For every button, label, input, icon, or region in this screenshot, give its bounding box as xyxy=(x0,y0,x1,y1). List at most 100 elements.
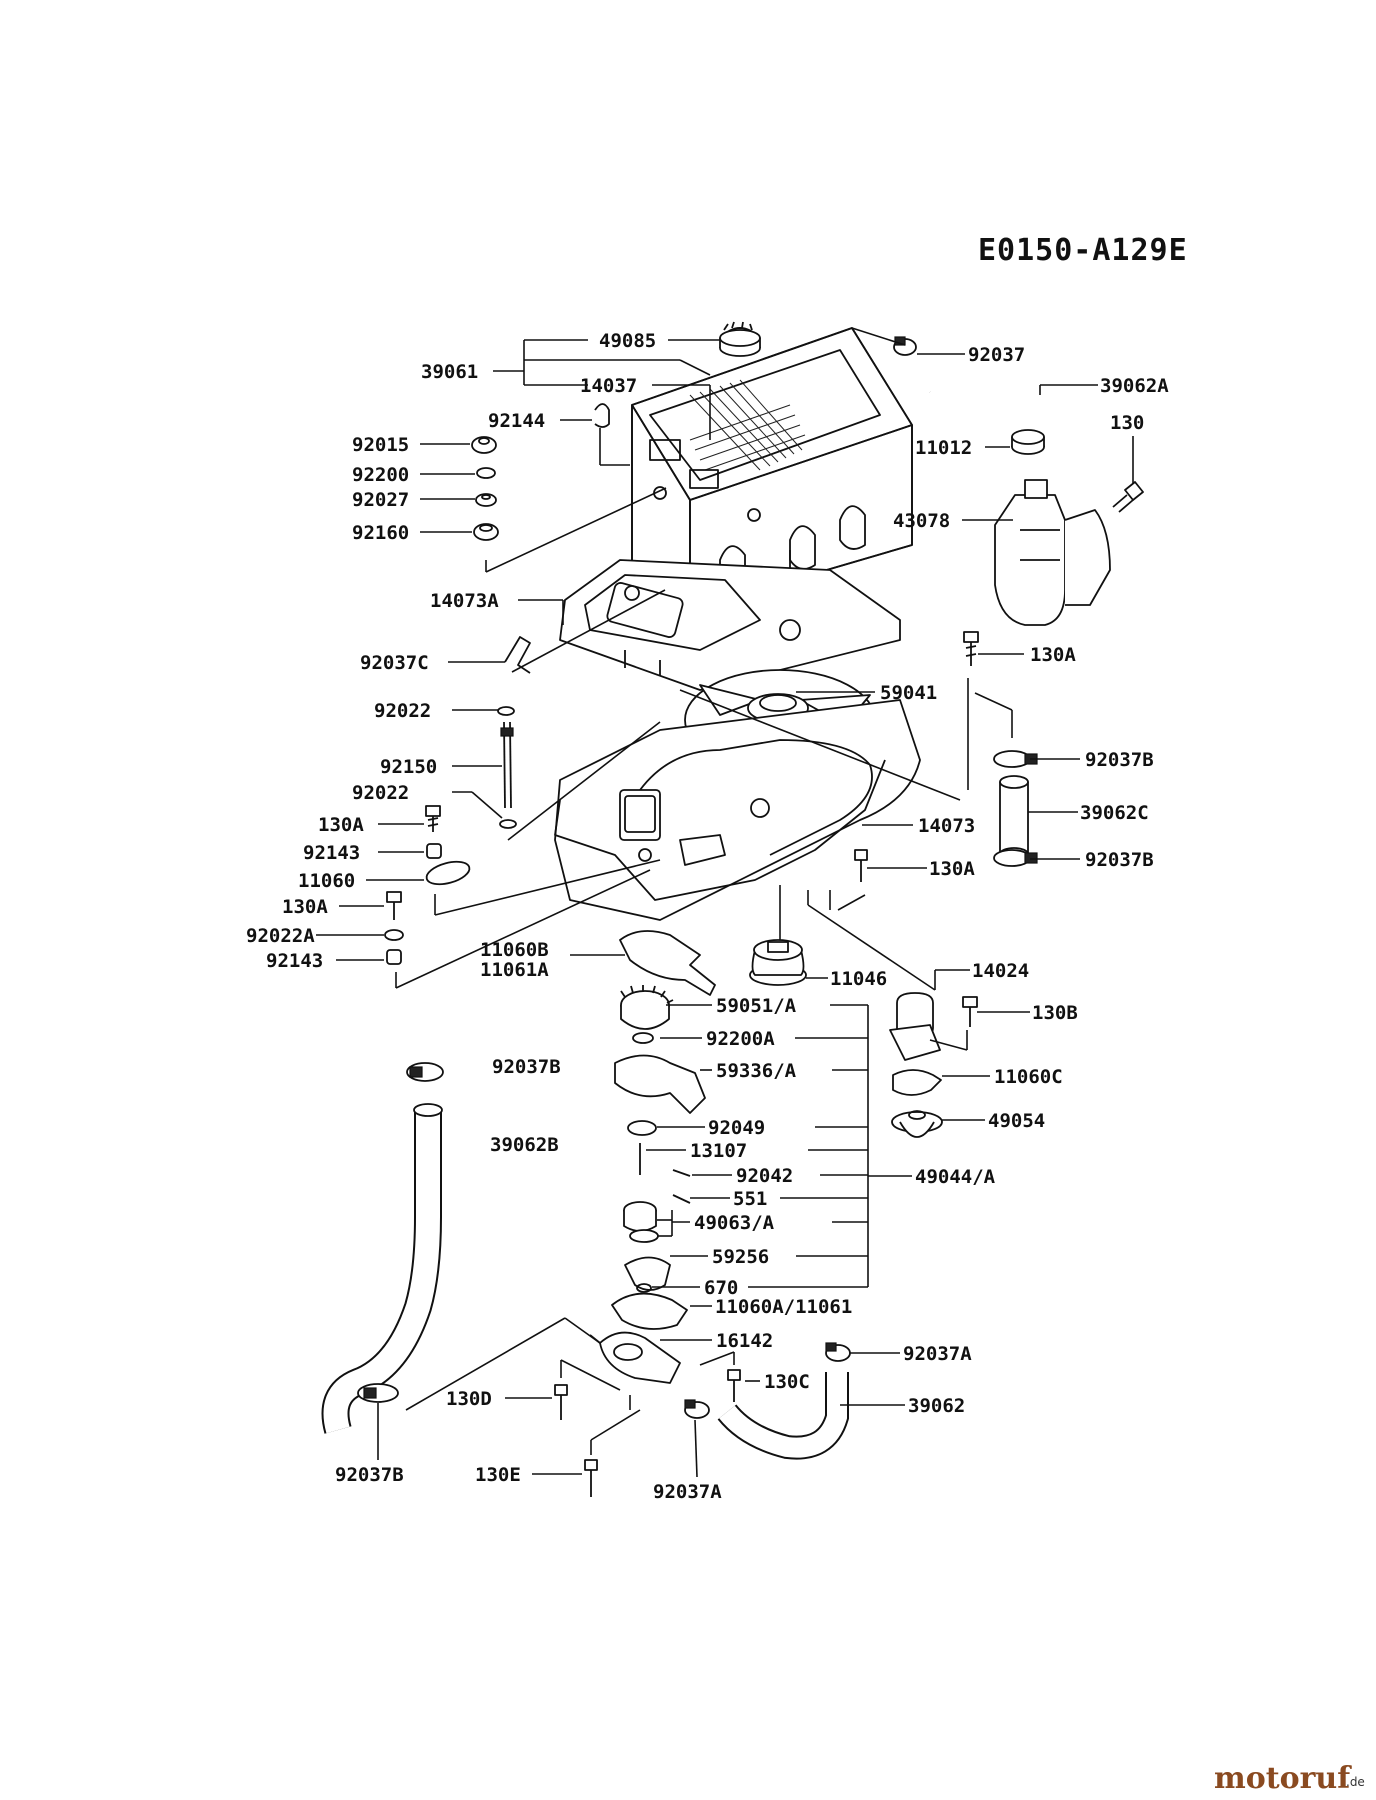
part-label-92022-2: 92022 xyxy=(352,782,409,804)
part-label-92143-2: 92143 xyxy=(266,950,323,972)
shroud-14073a-illustration xyxy=(559,559,901,691)
part-label-39062a: 39062A xyxy=(1100,375,1169,397)
part-label-11060a-11061: 11060A/11061 xyxy=(715,1296,852,1318)
watermark-brand: motoruf xyxy=(1214,1761,1352,1796)
bolt-130a-1-illustration xyxy=(963,631,979,666)
clamp-92037a-1-illustration xyxy=(825,1342,851,1362)
gasket-11060b-illustration xyxy=(619,930,716,996)
cap-11012-illustration xyxy=(1011,429,1045,455)
part-label-59041: 59041 xyxy=(880,682,937,704)
washer-92200-illustration xyxy=(476,467,496,479)
seal-49063-illustration xyxy=(623,1201,659,1243)
clamp-92037b-2-illustration xyxy=(993,849,1038,867)
part-label-59256: 59256 xyxy=(712,1246,769,1268)
hose-39062c-illustration xyxy=(999,775,1029,861)
part-label-11060: 11060 xyxy=(298,870,355,892)
grommet-92160-illustration xyxy=(473,523,499,541)
diagram-code: E0150-A129E xyxy=(978,233,1188,268)
part-label-92037a-1: 92037A xyxy=(903,1343,972,1365)
bolt-130d-illustration xyxy=(554,1384,568,1420)
part-label-11046: 11046 xyxy=(830,968,887,990)
clamp-92037-illustration xyxy=(893,336,917,356)
part-label-92037a-2: 92037A xyxy=(653,1481,722,1503)
part-label-14024: 14024 xyxy=(972,960,1029,982)
part-label-11061a: 11061A xyxy=(480,959,549,981)
part-label-92037b-2: 92037B xyxy=(1085,849,1154,871)
part-label-130d: 130D xyxy=(446,1388,492,1410)
part-label-92037b-4: 92037B xyxy=(335,1464,404,1486)
reservoir-tank-illustration xyxy=(994,479,1111,626)
part-label-13107: 13107 xyxy=(690,1140,747,1162)
part-label-39062: 39062 xyxy=(908,1395,965,1417)
washer-92022-1-illustration xyxy=(497,706,515,716)
gasket-11060c-illustration xyxy=(892,1069,942,1096)
part-label-49054: 49054 xyxy=(988,1110,1045,1132)
part-label-14037: 14037 xyxy=(580,375,637,397)
part-label-92042: 92042 xyxy=(736,1165,793,1187)
washer-92022a-illustration xyxy=(384,929,404,941)
collar-92143-1-illustration xyxy=(426,843,442,859)
stud-92150-illustration xyxy=(500,721,514,809)
hose-39062b-end xyxy=(413,1103,443,1117)
bolt-130a-2-illustration xyxy=(854,849,868,882)
pin-551-illustration xyxy=(672,1194,691,1204)
watermark-logo: motoruf .de xyxy=(1214,1761,1365,1796)
part-label-11060b: 11060B xyxy=(480,939,549,961)
part-label-130: 130 xyxy=(1110,412,1144,434)
clamp-92037b-4-illustration xyxy=(357,1383,399,1403)
oring-670-illustration xyxy=(636,1283,652,1293)
clamp-92037a-2-illustration xyxy=(684,1399,710,1419)
radiator-cap-illustration xyxy=(719,321,761,357)
part-label-130c: 130C xyxy=(764,1371,810,1393)
bolt-130a-4-illustration xyxy=(386,891,402,920)
part-label-92150: 92150 xyxy=(380,756,437,778)
part-label-59051a: 59051/A xyxy=(716,995,797,1017)
part-label-92037b-1: 92037B xyxy=(1085,749,1154,771)
hose-39062-fill xyxy=(719,1372,847,1458)
bolt-130-illustration xyxy=(1112,481,1144,513)
oring-11060-illustration xyxy=(425,860,471,886)
washer-92022-2-illustration xyxy=(499,819,517,829)
bolt-130b-illustration xyxy=(962,996,978,1027)
leader-lines xyxy=(316,327,1134,1478)
washer-92049-illustration xyxy=(627,1120,657,1136)
part-label-16142: 16142 xyxy=(716,1330,773,1352)
part-label-92022a: 92022A xyxy=(246,925,315,947)
part-label-39062b: 39062B xyxy=(490,1134,559,1156)
part-label-92200: 92200 xyxy=(352,464,409,486)
part-label-92037c: 92037C xyxy=(360,652,429,674)
part-label-92144: 92144 xyxy=(488,410,545,432)
part-label-130a-4: 130A xyxy=(282,896,328,918)
part-label-551: 551 xyxy=(733,1188,767,1210)
part-label-43078: 43078 xyxy=(893,510,950,532)
gasket-11060a-illustration xyxy=(611,1292,688,1330)
part-label-92015: 92015 xyxy=(352,434,409,456)
shroud-14073-illustration xyxy=(554,699,921,921)
washer-92027-illustration xyxy=(475,493,497,507)
part-label-11060c: 11060C xyxy=(994,1066,1063,1088)
part-label-11012: 11012 xyxy=(915,437,972,459)
part-label-92037b-3: 92037B xyxy=(492,1056,561,1078)
part-label-130a-2: 130A xyxy=(318,814,364,836)
part-label-14073a: 14073A xyxy=(430,590,499,612)
gear-59051-illustration xyxy=(620,985,674,1030)
nut-92015-illustration xyxy=(471,436,497,454)
bolt-130c-illustration xyxy=(727,1369,741,1402)
part-label-14073: 14073 xyxy=(918,815,975,837)
clip-illustration xyxy=(594,403,610,428)
clamp-92037b-3-illustration xyxy=(406,1062,444,1082)
pin-92042-illustration xyxy=(672,1169,691,1177)
case-59336-illustration xyxy=(614,1054,706,1114)
part-label-92022-1: 92022 xyxy=(374,700,431,722)
part-label-39062c: 39062C xyxy=(1080,802,1149,824)
watermark-suffix: .de xyxy=(1346,1775,1365,1789)
pipe-14024-illustration xyxy=(889,992,941,1061)
part-label-49085: 49085 xyxy=(599,330,656,352)
part-label-92160: 92160 xyxy=(352,522,409,544)
bolt-130e-illustration xyxy=(584,1459,598,1497)
thermostat-49054-illustration xyxy=(891,1110,943,1138)
clip-92037c-illustration xyxy=(504,636,531,674)
part-label-92037: 92037 xyxy=(968,344,1025,366)
part-label-130e: 130E xyxy=(475,1464,521,1486)
